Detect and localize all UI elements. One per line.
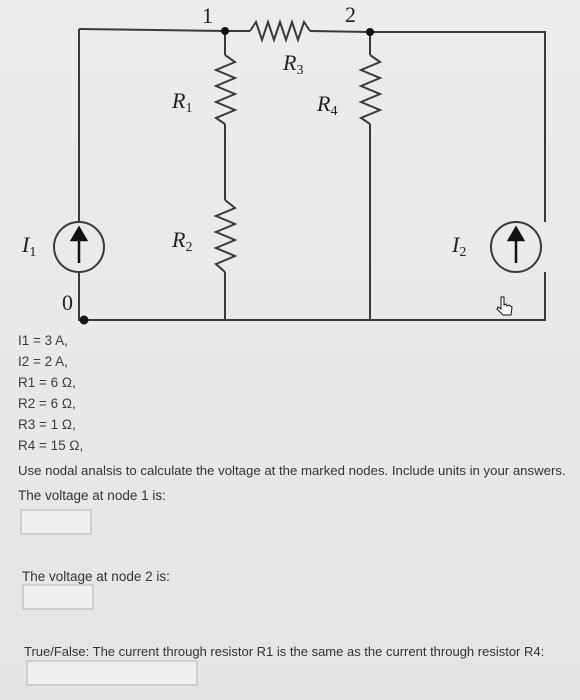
r4-label: R4 [316,91,337,119]
instructions-text: Use nodal analsis to calculate the volta… [18,463,566,478]
given-r2: R2 = 6 Ω, [18,396,76,411]
node1-voltage-input[interactable] [20,509,92,535]
given-r4: R4 = 15 Ω, [18,438,84,453]
resistor-r4 [358,54,383,125]
given-i1: I1 = 3 A, [18,333,68,348]
given-r3: R3 = 1 Ω, [18,417,76,432]
node-0-dot [79,315,89,325]
r2-label: R2 [171,227,192,255]
r3-label: R3 [282,50,303,78]
circuit-diagram: 1 2 0 R1 R2 R3 R4 I1 I2 [21,2,546,325]
node2-voltage-input[interactable] [22,584,94,610]
i2-label: I2 [451,232,466,260]
node-2-dot [366,28,374,36]
resistor-r1 [213,54,238,125]
node-1-label: 1 [202,3,213,28]
node-2-label: 2 [345,2,356,27]
resistor-r2 [213,199,238,273]
arrow-up-icon [69,225,89,263]
source-i2 [490,221,542,273]
source-i1 [53,221,105,273]
question-true-false-label: True/False: The current through resistor… [24,644,545,659]
wire-top-left [78,28,226,32]
i1-label: I1 [21,232,36,260]
cursor-hand-icon [496,296,513,316]
question-node1-label: The voltage at node 1 is: [18,488,166,503]
arrow-up-icon [506,225,526,263]
r1-label: R1 [171,88,192,116]
given-i2: I2 = 2 A, [18,354,68,369]
node-0-label: 0 [62,290,73,315]
node-1-dot [221,27,229,35]
question-node2-label: The voltage at node 2 is: [22,569,170,584]
resistor-r3 [249,18,311,44]
wire-left [78,29,546,321]
given-r1: R1 = 6 Ω, [18,375,76,390]
true-false-input[interactable] [26,660,198,686]
wire-r3-node2 [309,30,371,33]
